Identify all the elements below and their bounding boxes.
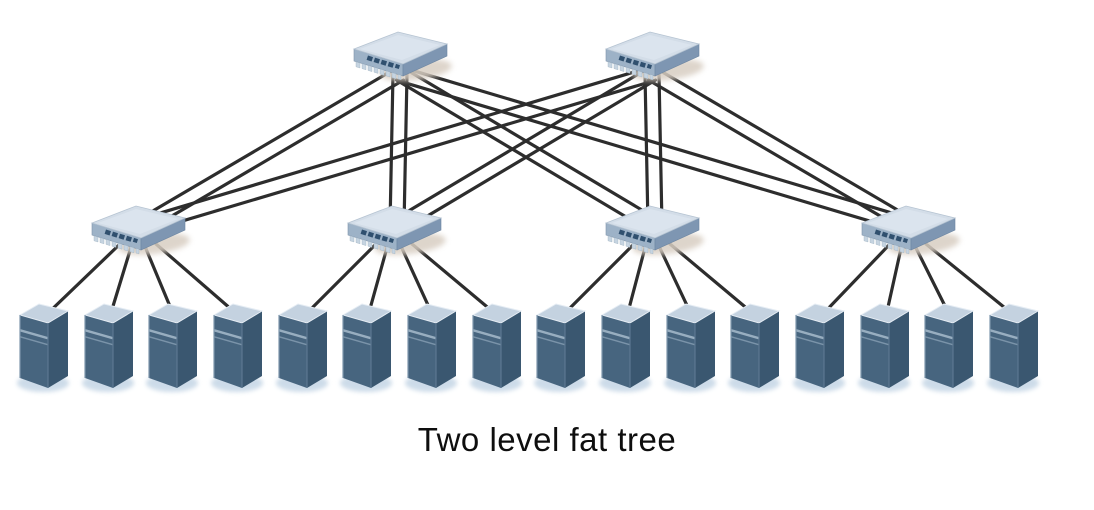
link-edge-switch-3-server-10 [625,242,648,318]
link-core-switch-1-edge-switch-1-2 [135,66,399,222]
link-core-switch-2-edge-switch-2-2 [391,66,651,222]
link-core-switch-1-edge-switch-1-1 [142,78,406,234]
server-7 [405,304,457,392]
diagram-caption: Two level fat tree [417,421,677,458]
link-edge-switch-1-server-2 [108,242,134,318]
link-core-switch-2-edge-switch-2-1 [398,78,658,234]
link-edge-switch-1-server-1 [43,242,122,318]
link-core-switch-1-edge-switch-4-1 [400,65,915,221]
server-1 [17,304,69,392]
server-16 [987,304,1039,392]
link-edge-switch-3-server-9 [560,242,636,318]
link-core-switch-2-edge-switch-3-2 [643,72,650,228]
link-core-switch-2-edge-switch-4-1 [653,66,917,222]
server-4 [211,304,263,392]
link-core-switch-1-edge-switch-3-2 [394,78,654,234]
server-14 [858,304,910,392]
link-core-switch-1-edge-switch-2-2 [388,72,395,228]
link-core-switch-1-edge-switch-3-1 [401,66,661,222]
link-core-switch-1-edge-switch-4-2 [396,79,911,235]
link-edge-switch-4-server-14 [884,242,904,318]
server-10 [599,304,651,392]
server-8 [470,304,522,392]
link-edge-switch-4-server-16 [924,242,1017,318]
link-edge-switch-1-server-4 [154,242,241,318]
server-9 [534,304,586,392]
server-13 [793,304,845,392]
link-edge-switch-4-server-13 [819,242,892,318]
link-edge-switch-2-server-8 [410,242,500,318]
server-3 [146,304,198,392]
link-core-switch-2-edge-switch-3-1 [657,72,664,228]
link-core-switch-2-edge-switch-1-1 [141,79,656,235]
server-15 [922,304,974,392]
link-core-switch-2-edge-switch-1-2 [137,65,652,221]
link-edge-switch-2-server-6 [366,242,390,318]
links-layer [43,65,1017,318]
link-core-switch-1-edge-switch-2-1 [402,72,409,228]
server-6 [340,304,392,392]
server-5 [276,304,328,392]
server-12 [728,304,780,392]
link-edge-switch-2-server-5 [302,242,378,318]
server-11 [664,304,716,392]
link-core-switch-2-edge-switch-4-2 [646,78,910,234]
link-edge-switch-3-server-12 [668,242,758,318]
server-2 [82,304,134,392]
